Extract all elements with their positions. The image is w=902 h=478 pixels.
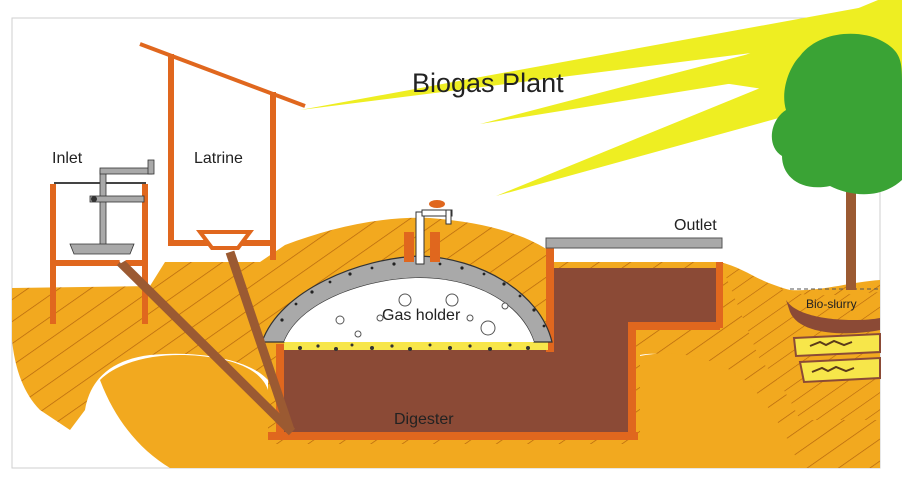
diagram-title: Biogas Plant — [412, 68, 564, 98]
latrine — [139, 42, 306, 260]
scum-particles — [298, 343, 530, 351]
tree — [771, 33, 902, 290]
gas-outlet-pipe — [404, 200, 453, 265]
scum-layer — [284, 342, 548, 350]
bio-slurry-pit — [786, 288, 881, 384]
ground-lower-soil — [100, 353, 800, 468]
label-outlet: Outlet — [674, 217, 717, 234]
gas-holder — [284, 278, 534, 342]
dome-aggregate — [280, 262, 546, 328]
digester-slurry — [284, 268, 720, 438]
inlet-tank — [50, 159, 155, 324]
label-digester: Digester — [394, 411, 454, 428]
inlet-pipes — [116, 250, 296, 436]
label-inlet: Inlet — [52, 150, 83, 167]
label-bio-slurry: Bio-slurry — [806, 297, 857, 311]
label-gas-holder: Gas holder — [382, 307, 461, 324]
gas-bubbles — [335, 293, 509, 338]
outlet-cover — [545, 237, 723, 249]
label-latrine: Latrine — [194, 150, 243, 167]
